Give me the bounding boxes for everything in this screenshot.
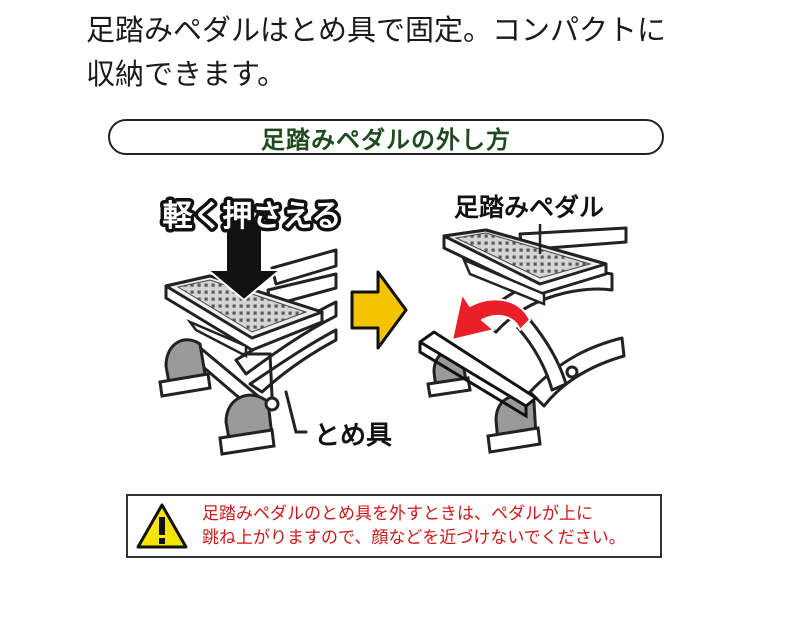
down-arrow-icon (205, 215, 283, 302)
warning-triangle-icon (136, 503, 188, 549)
right-arrow-icon (350, 270, 408, 350)
intro-text: 足踏みペダルはとめ具で固定。コンパクトに 収納できます。 (86, 8, 766, 96)
clip-left (242, 352, 308, 434)
pedal-removal-diagram: 軽く押さえる とめ具 (158, 193, 628, 456)
foot-left-front (218, 393, 276, 456)
clip-label: とめ具 (314, 421, 392, 451)
pedal-right (442, 224, 608, 306)
right-figure: 足踏みペダル (418, 193, 628, 454)
pedal-label: 足踏みペダル (454, 193, 604, 222)
intro-line-2: 収納できます。 (86, 57, 287, 91)
intro-line-1: 足踏みペダルはとめ具で固定。コンパクトに (86, 13, 667, 47)
left-figure: 軽く押さえる とめ具 (158, 196, 392, 456)
push-label: 軽く押さえる (162, 199, 341, 234)
warning-text: 足踏みペダルのとめ具を外すときは、ペダルが上に 跳ね上がりますので、顔などを近づ… (202, 502, 626, 550)
section-title: 足踏みペダルの外し方 (108, 119, 664, 155)
clip-right (418, 330, 538, 408)
warning-line-2: 跳ね上がりますので、顔などを近づけないでください。 (202, 528, 626, 548)
warning-box: 足踏みペダルのとめ具を外すときは、ペダルが上に 跳ね上がりますので、顔などを近づ… (126, 494, 662, 558)
pedal-left (164, 274, 324, 359)
warning-line-1: 足踏みペダルのとめ具を外すときは、ペダルが上に (202, 504, 593, 524)
foot-right-front (486, 394, 542, 454)
rotate-arrow-icon (451, 293, 531, 341)
foot-left-back (158, 338, 212, 398)
